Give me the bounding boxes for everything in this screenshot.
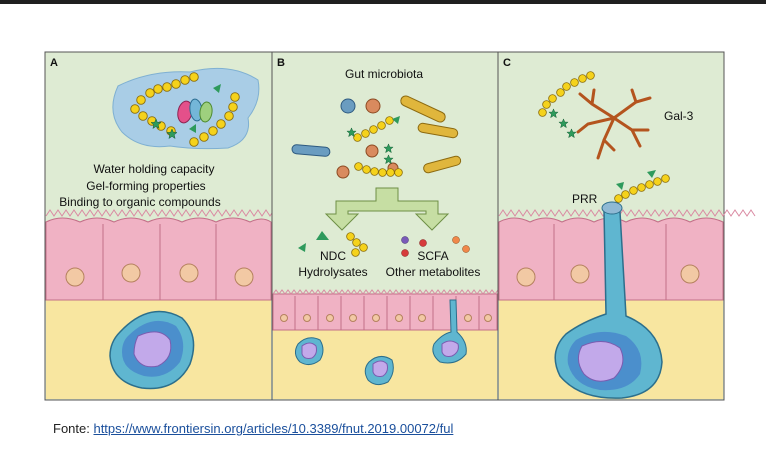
panel-b-title: Gut microbiota bbox=[345, 67, 423, 81]
source-caption: Fonte: https://www.frontiersin.org/artic… bbox=[53, 421, 453, 436]
other-metabolites-label: Other metabolites bbox=[386, 265, 481, 279]
prr-label: PRR bbox=[572, 192, 598, 206]
epithelium-c bbox=[498, 209, 756, 301]
immune-cell-a bbox=[109, 310, 195, 390]
hydrolysates-label: Hydrolysates bbox=[298, 265, 367, 279]
panel-c bbox=[497, 51, 756, 401]
epithelium-a bbox=[45, 209, 295, 301]
caption-prefix: Fonte: bbox=[53, 421, 94, 436]
panel-b-letter: B bbox=[277, 57, 285, 69]
fiber-chain-a bbox=[130, 72, 240, 147]
panel-a bbox=[44, 51, 295, 401]
dendritic-cell-c bbox=[554, 201, 663, 399]
fiber-chain-b bbox=[346, 116, 403, 177]
scfa-label: SCFA bbox=[417, 249, 448, 263]
panel-a-line-2: Gel-forming properties bbox=[86, 179, 205, 193]
panel-b bbox=[271, 51, 508, 401]
top-border bbox=[0, 0, 766, 4]
fiber-chain-c2 bbox=[614, 170, 670, 203]
figure-diagram: A Water holding capacity Gel-forming pro… bbox=[44, 51, 756, 401]
ndc-products bbox=[298, 231, 368, 257]
ndc-label: NDC bbox=[320, 249, 346, 263]
bacteria bbox=[291, 95, 462, 179]
panel-a-line-3: Binding to organic compounds bbox=[59, 195, 220, 209]
gal3-label: Gal-3 bbox=[664, 109, 694, 123]
scfa-products bbox=[401, 236, 470, 257]
source-link[interactable]: https://www.frontiersin.org/articles/10.… bbox=[93, 421, 454, 436]
gal3-molecule bbox=[576, 88, 652, 160]
immune-cells-b bbox=[294, 299, 467, 386]
fermentation-arrow bbox=[324, 187, 450, 231]
panel-c-letter: C bbox=[503, 57, 511, 69]
panel-a-line-1: Water holding capacity bbox=[94, 162, 215, 176]
epithelium-b bbox=[272, 289, 508, 331]
panel-a-letter: A bbox=[50, 57, 58, 69]
